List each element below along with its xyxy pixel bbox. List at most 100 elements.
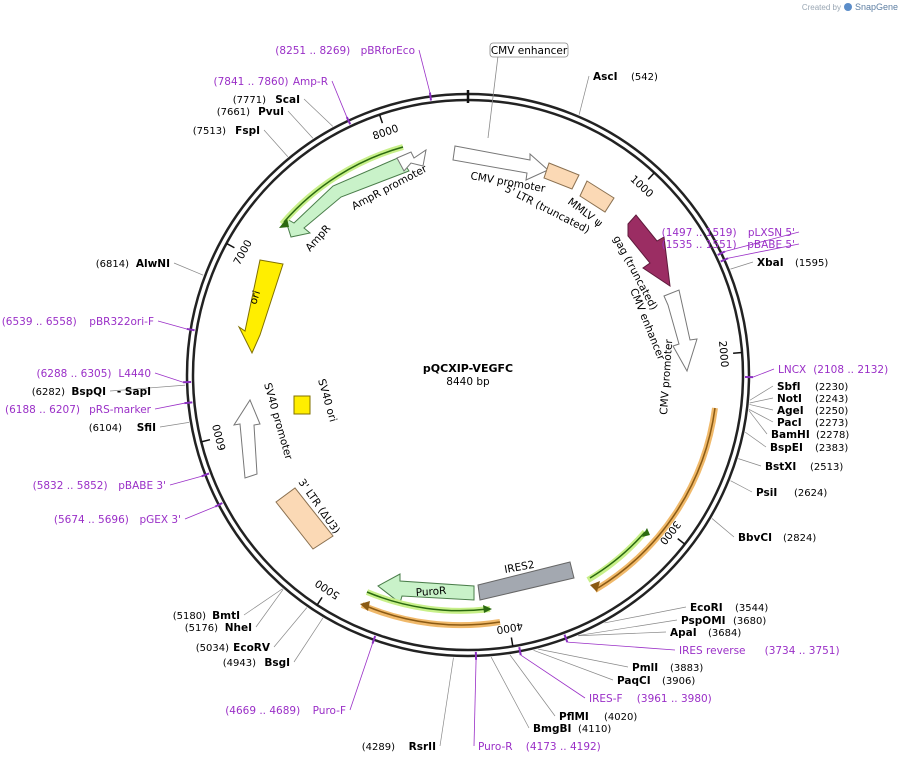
site-rsrii: RsrII(4289) <box>362 741 436 753</box>
feature-gag-truncated <box>627 214 671 288</box>
site-position: (5034) <box>196 643 229 654</box>
cmv-enhancer-leader <box>487 55 499 139</box>
site-position: (542) <box>631 72 658 83</box>
primer-name: pBR322ori-F <box>89 316 154 328</box>
site-leader <box>744 431 767 448</box>
feature-insert-orange-arrowhead <box>590 581 600 592</box>
feature-sv40-promoter <box>232 398 261 479</box>
feature-ampr <box>284 156 410 238</box>
feature-5ltr-truncated <box>543 162 580 190</box>
primer-prsmarker: pRS-marker (6188 .. 6207) <box>5 404 152 416</box>
site-name: SbfI <box>777 381 801 393</box>
primer-range: (4669 .. 4689) <box>225 705 300 717</box>
site-leader <box>293 617 324 663</box>
primer-puror: Puro-R(4173 .. 4192) <box>478 741 601 753</box>
site-pspomi: PspOMI(3680) <box>681 615 766 627</box>
site-position: (3883) <box>670 663 703 674</box>
site-bspqi: BspQI(6282) <box>32 386 106 398</box>
site-position: (5176) <box>185 623 218 634</box>
site-leader <box>749 385 774 401</box>
primer-range: (2108 .. 2132) <box>813 364 888 376</box>
primer-pbr322orif: pBR322ori-F(6539 .. 6558) <box>2 316 154 328</box>
primer-range: (3961 .. 3980) <box>637 693 712 705</box>
cmv-enhancer-box-label: CMV enhancer <box>491 45 568 57</box>
site-position: (2624) <box>794 488 827 499</box>
site-position: (2230) <box>815 382 848 393</box>
site-position: (2383) <box>815 443 848 454</box>
primer-leader <box>169 475 202 486</box>
site-paci: PacI(2273) <box>777 417 848 429</box>
site-name: FspI <box>235 125 260 137</box>
primer-range: (6288 .. 6305) <box>37 368 112 380</box>
site-agei: AgeI(2250) <box>777 405 848 417</box>
primer-leader <box>724 231 800 252</box>
primer-leader <box>154 402 185 410</box>
primer-pgex3: pGEX 3'(5674 .. 5696) <box>54 514 181 526</box>
site-leader <box>439 657 454 747</box>
primer-range: (6188 .. 6207) <box>5 404 80 416</box>
feature-ori <box>237 259 284 355</box>
site-ecorv: EcoRV(5034) <box>196 642 271 654</box>
primer-leader <box>331 80 348 118</box>
site-leader <box>730 261 754 270</box>
tick-label-6000: 6000 <box>211 423 229 452</box>
primer-ampr: Amp-R(7841 .. 7860) <box>214 76 329 88</box>
site-leader <box>738 458 762 467</box>
site-pvui: PvuI(7661) <box>217 106 284 118</box>
site-position: (6104) <box>89 423 122 434</box>
site-position: (4110) <box>578 724 611 735</box>
primer-leader <box>473 659 477 747</box>
backbone <box>185 90 751 658</box>
primer-name: pRS-marker <box>89 404 152 416</box>
primer-l4440: L4440(6288 .. 6305) <box>37 368 152 380</box>
tick-label-4000: 4000 <box>496 619 524 635</box>
site-leader <box>273 607 308 648</box>
cmv-enhancer-box <box>489 42 569 58</box>
primer-pbrforeco: pBRforEco(8251 .. 8269) <box>275 45 415 57</box>
tick-mark-4000 <box>510 637 514 647</box>
primer-range: (3734 .. 3751) <box>765 645 840 657</box>
feature-label-ampr: AmpR <box>303 223 333 254</box>
site-name: BamHI <box>771 429 810 441</box>
site-name: XbaI <box>757 257 784 269</box>
primer-name: IRES reverse <box>679 645 746 657</box>
feature-label-ori: ori <box>247 289 263 306</box>
site-fspi: FspI(7513) <box>193 125 260 137</box>
site-bsgi: BsgI(4943) <box>223 657 290 669</box>
plasmid-name: pQCXIP-VEGFC <box>423 362 513 375</box>
site-position: (3544) <box>735 603 768 614</box>
site-name: PvuI <box>258 106 284 118</box>
cmv-enhancer-callout: CMV enhancer <box>487 42 569 139</box>
site-sfii: SfiI(6104) <box>89 422 156 434</box>
feature-label-cmv-promoter-2: CMV promoter <box>658 338 675 415</box>
site-leader <box>711 518 735 538</box>
site-name: BmtI <box>212 610 240 622</box>
primer-marker <box>720 257 729 263</box>
site-leader <box>577 631 667 637</box>
credit-brand: SnapGene <box>854 2 898 12</box>
site-leader <box>604 606 687 624</box>
feature-cmv-enhancer-2 <box>663 289 698 373</box>
primer-leader <box>349 643 373 711</box>
site-position: (2250) <box>815 406 848 417</box>
site-position: (3680) <box>733 616 766 627</box>
site-position: (6814) <box>96 259 129 270</box>
primer-range: (8251 .. 8269) <box>275 45 350 57</box>
primer-leader <box>157 320 187 330</box>
site-position: (3906) <box>662 676 695 687</box>
tick-label-8000: 8000 <box>371 123 400 143</box>
primer-name: pBABE 5' <box>747 239 795 251</box>
primer-labels: pBRforEco(8251 .. 8269) Amp-R(7841 .. 786… <box>2 45 889 753</box>
credit-prefix: Created by <box>801 2 841 12</box>
site-name: ScaI <box>275 94 300 106</box>
site-name: RsrII <box>409 741 436 753</box>
site-leader <box>578 619 678 636</box>
site-position: (1595) <box>795 258 828 269</box>
snapgene-credit: Created by SnapGene <box>802 2 898 12</box>
feature-insert-green-strand <box>589 531 646 579</box>
primer-leader <box>567 641 676 651</box>
feature-ampr-strand <box>283 146 404 223</box>
tick-mark-3000 <box>677 538 686 545</box>
primer-name: LNCX <box>778 364 806 376</box>
site-name: PmlI <box>632 662 658 674</box>
